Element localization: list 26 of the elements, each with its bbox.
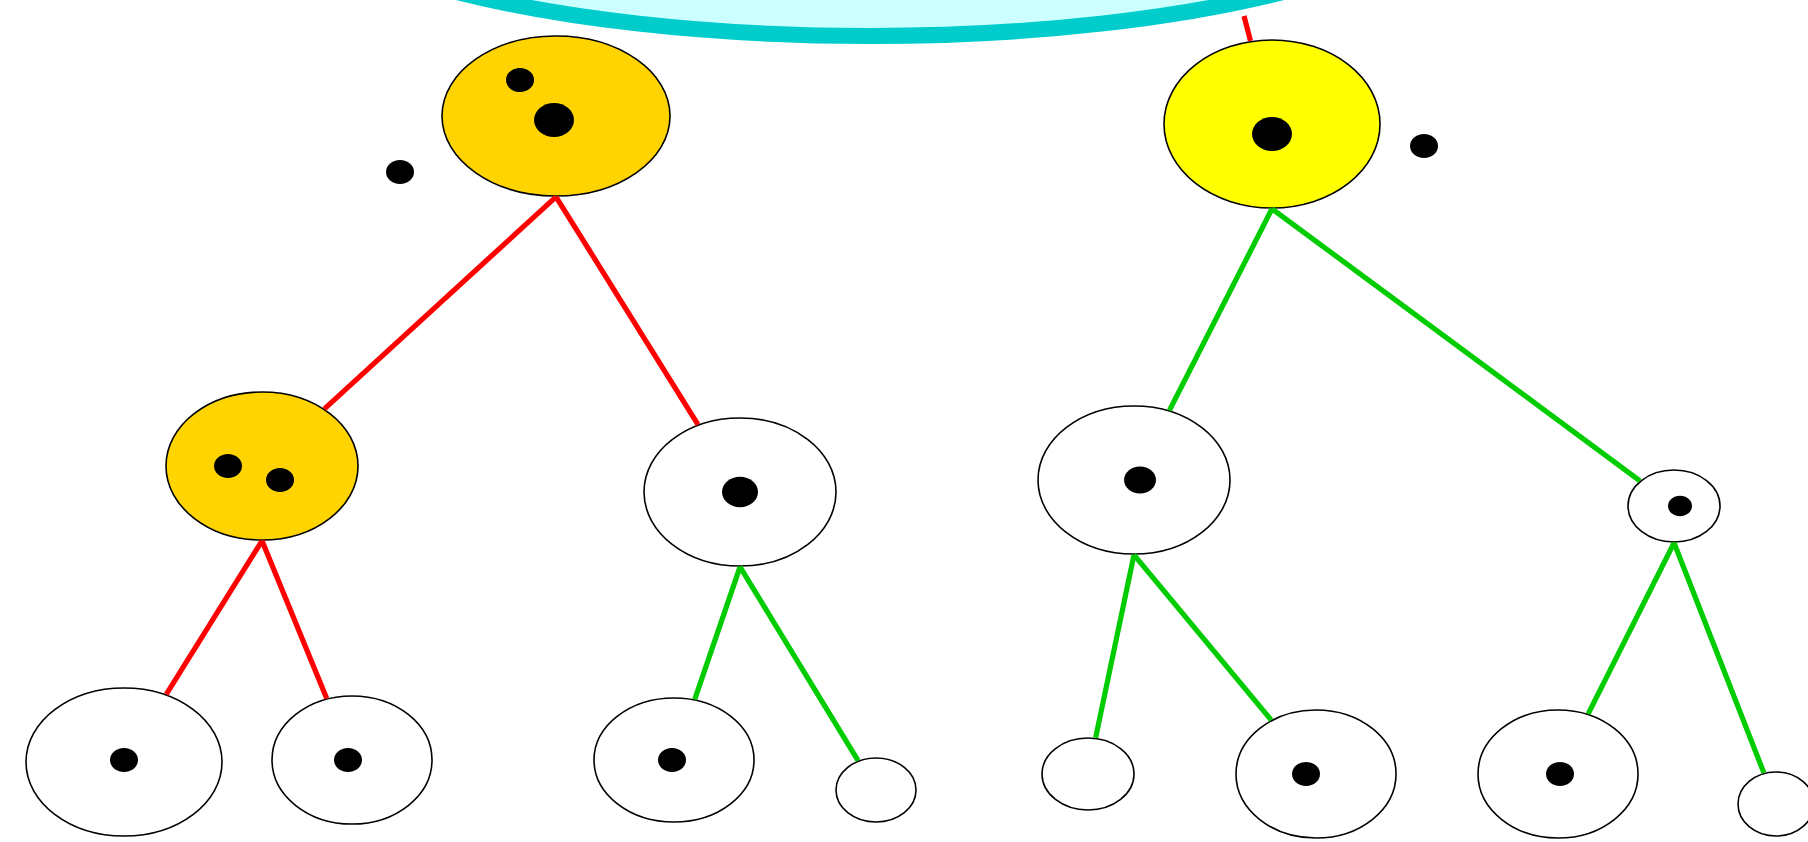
connector-line bbox=[322, 194, 558, 411]
circle-node bbox=[643, 417, 837, 567]
circle-node bbox=[1235, 709, 1397, 839]
circle-node bbox=[165, 391, 359, 541]
circle-node bbox=[271, 695, 433, 825]
circle-node bbox=[441, 35, 671, 197]
circle-node bbox=[25, 687, 223, 837]
connector-line bbox=[1241, 15, 1253, 42]
connector-line bbox=[1671, 541, 1767, 774]
connector-line bbox=[259, 539, 330, 700]
connector-line bbox=[1167, 207, 1275, 412]
connector-line bbox=[1585, 541, 1677, 716]
connector-line bbox=[1270, 206, 1642, 483]
connector-line bbox=[1132, 553, 1274, 722]
connector-line bbox=[553, 195, 701, 426]
connector-line bbox=[737, 565, 861, 762]
connector-line bbox=[164, 539, 265, 696]
connector-line bbox=[1093, 554, 1137, 739]
circle-node bbox=[593, 697, 755, 823]
circle-node bbox=[1037, 405, 1231, 555]
circle-node bbox=[1627, 469, 1721, 543]
circle-node bbox=[1477, 709, 1639, 839]
circle-node bbox=[1041, 737, 1135, 811]
circle-node bbox=[835, 757, 917, 823]
circle-node bbox=[1163, 39, 1381, 209]
connector-line bbox=[692, 565, 743, 701]
